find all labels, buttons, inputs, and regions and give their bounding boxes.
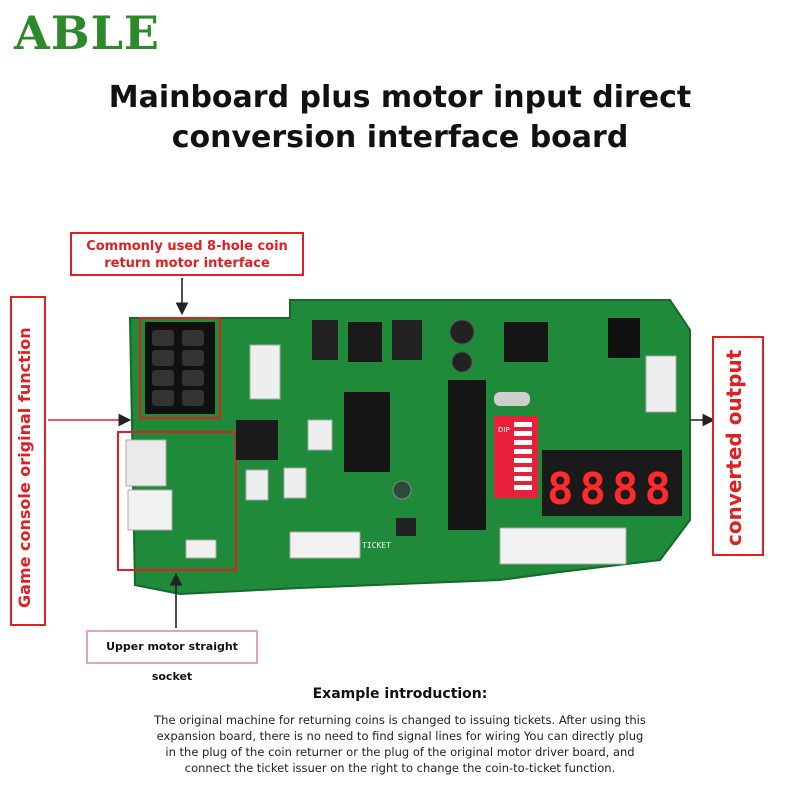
silkscreen-ticket: TICKET	[362, 541, 391, 550]
input-connector	[125, 439, 167, 487]
dip-label: DIP	[498, 426, 510, 434]
crystal	[494, 392, 530, 406]
intro-body: The original machine for returning coins…	[154, 713, 646, 775]
mcu-chip	[448, 380, 486, 530]
dip-switch	[494, 416, 538, 498]
small-connector	[249, 344, 281, 400]
input-connector-2	[127, 489, 173, 531]
callout-upper-motor-socket: Upper motor straight socket	[86, 630, 258, 683]
capacitor-2	[451, 351, 473, 373]
relay	[348, 322, 382, 362]
intro-title: Example introduction:	[312, 686, 488, 702]
bottom-connector	[499, 527, 627, 565]
seven-segment-display	[542, 450, 682, 516]
page-title: Mainboard plus motor input direct conver…	[0, 78, 800, 158]
heatsink	[608, 318, 640, 358]
upper-motor-socket	[185, 539, 217, 559]
small-connector-2	[307, 419, 333, 451]
small-connector-3	[245, 469, 269, 501]
ticket-connector	[289, 531, 361, 559]
regulator	[236, 420, 278, 460]
callout-converted-output-box	[712, 336, 764, 556]
brand-logo: ABLE	[14, 6, 160, 60]
callout-coin-motor-interface: Commonly used 8-hole coin return motor i…	[70, 232, 304, 276]
callout-game-console-box	[10, 296, 46, 626]
callout-top-line2: return motor interface	[104, 256, 270, 271]
display-digits: 8888	[547, 464, 677, 515]
highlight-coin-connector	[139, 317, 221, 419]
small-connector-4	[283, 467, 307, 499]
output-connector	[645, 355, 677, 413]
ic-chip	[344, 392, 390, 472]
buzzer	[392, 480, 412, 500]
callout-game-console: Game console original function	[15, 327, 34, 608]
page-title-line1: Mainboard plus motor input direct	[108, 80, 692, 115]
push-button	[396, 518, 416, 536]
capacitor	[449, 319, 475, 345]
switch-1	[312, 320, 338, 360]
callout-converted-output: converted output	[722, 349, 746, 546]
callout-top-line1: Commonly used 8-hole coin	[86, 239, 288, 254]
switch-2	[392, 320, 422, 360]
regulator-2	[504, 322, 548, 362]
page-title-line2: conversion interface board	[171, 120, 629, 155]
highlight-game-input	[117, 431, 237, 571]
